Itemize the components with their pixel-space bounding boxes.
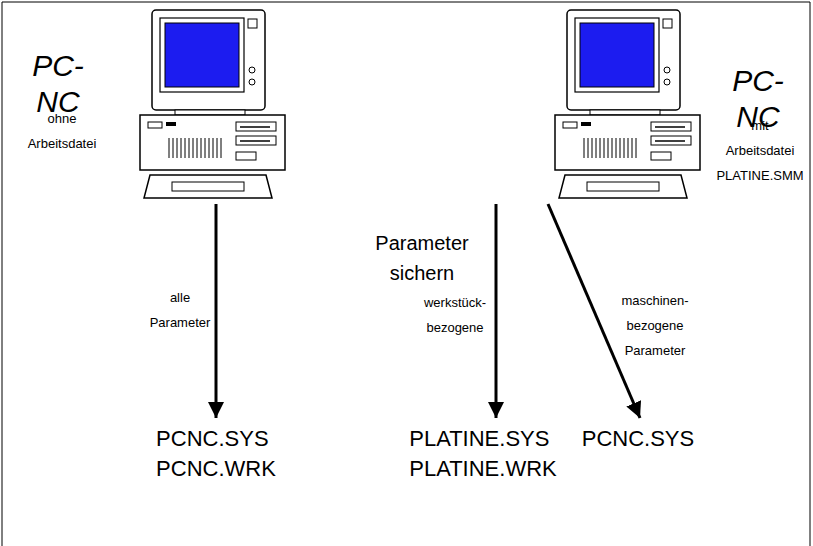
program-name: PC-NC: [32, 48, 84, 120]
arrow-label: alle Parameter: [150, 285, 211, 335]
file-node: PLATINE.SYSPLATINE.WRK: [409, 424, 557, 484]
file-name: PLATINE.WRK: [409, 454, 557, 484]
save-arrow: [215, 204, 218, 418]
save-arrow: [495, 204, 498, 418]
action-label: Parameter sichern: [375, 228, 468, 288]
computer-node: PC-NCmit Arbeitsdatei PLATINE.SMM: [488, 8, 704, 200]
file-note: ohne Arbeitsdatei: [28, 106, 97, 156]
computer-icon: [140, 10, 285, 198]
file-note: mit Arbeitsdatei PLATINE.SMM: [716, 113, 803, 188]
file-name: PCNC.WRK: [156, 454, 276, 484]
file-name: PCNC.SYS: [582, 424, 694, 454]
file-name: PLATINE.SYS: [409, 424, 549, 454]
file-node: PCNC.SYS: [582, 424, 694, 454]
computer-node: PC-NCohne Arbeitsdatei: [140, 8, 290, 200]
arrow-label: maschinen- bezogene Parameter: [621, 288, 688, 363]
arrow-label: werkstück- bezogene: [424, 290, 486, 340]
computer-icon: [555, 10, 700, 198]
save-arrow: [548, 204, 640, 418]
file-node: PCNC.SYSPCNC.WRK: [156, 424, 276, 484]
file-name: PCNC.SYS: [156, 424, 268, 454]
